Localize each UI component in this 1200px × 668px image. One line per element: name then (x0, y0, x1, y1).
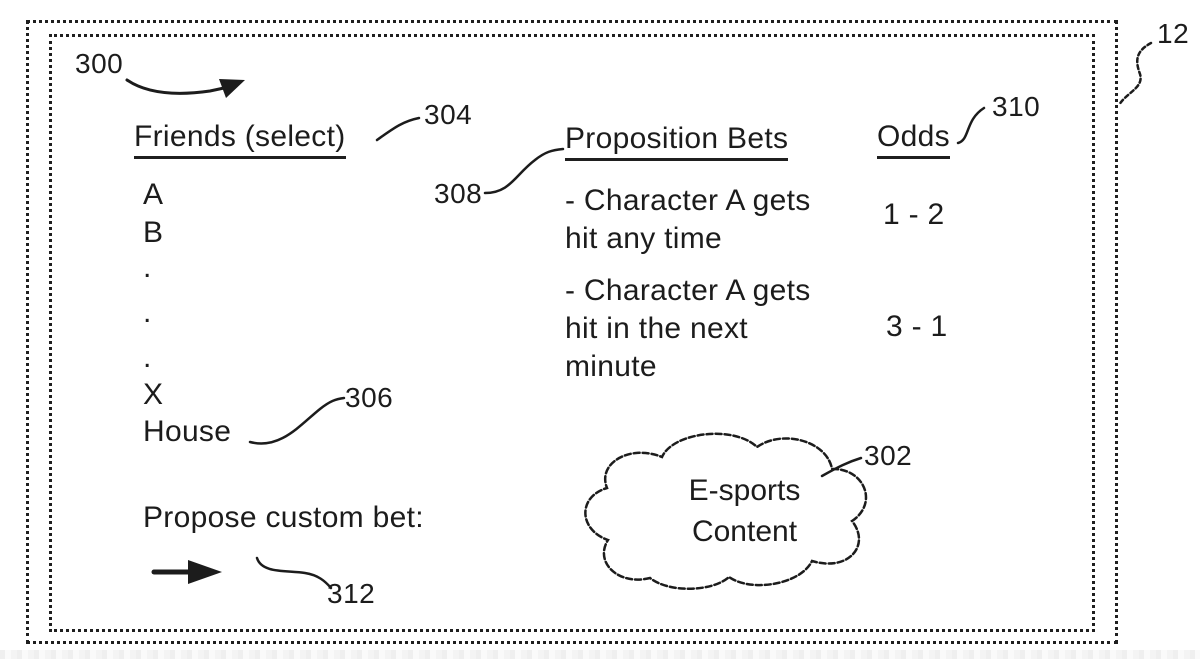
cloud-label-line2: Content (691, 515, 798, 548)
friend-item-x: X (143, 378, 164, 411)
bet-row-2-text: - Character A gets hit in the next minut… (565, 274, 811, 383)
device-screen-border (26, 20, 1118, 644)
ref-310-leader (956, 106, 986, 145)
cloud-label-line1: E-sports (688, 474, 801, 507)
ref-302-leader (820, 456, 863, 478)
ref-304: 304 (424, 99, 473, 130)
ref-12: 12 (1157, 18, 1190, 49)
cloud-outline (584, 432, 868, 590)
propose-custom-bet-label: Propose custom bet: (143, 501, 424, 534)
odds-heading: Odds (877, 122, 950, 159)
betting-interface-border (49, 34, 1095, 632)
ref-300-leader (125, 78, 226, 95)
bet-row-2-odds: 3 - 1 (886, 310, 948, 343)
ref-304-leader (375, 116, 421, 142)
ref-12-leader (1117, 41, 1153, 107)
friend-item-house: House (143, 415, 232, 448)
ref-308: 308 (434, 178, 483, 209)
ref-300: 300 (75, 48, 124, 79)
friend-item-b: B (143, 216, 164, 249)
ref-308-leader (483, 147, 565, 195)
bet-row-1-odds: 1 - 2 (883, 198, 945, 231)
ref-306-leader (248, 396, 346, 445)
proposition-bets-heading: Proposition Bets (565, 124, 789, 161)
scan-artifact-strip (0, 650, 1200, 659)
friends-heading: Friends (select) (134, 122, 346, 159)
friends-ellipsis-dot: . (143, 296, 152, 329)
friend-item-a: A (143, 178, 164, 211)
ref-310: 310 (992, 91, 1041, 122)
ref-306: 306 (345, 382, 394, 413)
ref-312-leader (255, 556, 333, 590)
friends-ellipsis-dot: . (143, 251, 152, 284)
ref-312: 312 (327, 578, 376, 609)
custom-bet-arrowhead (188, 560, 222, 584)
bet-row-1-text: - Character A gets hit any time (565, 184, 811, 255)
ref-302: 302 (864, 440, 913, 471)
ref-300-arrowhead (219, 79, 245, 98)
friends-ellipsis-dot: . (143, 341, 152, 374)
